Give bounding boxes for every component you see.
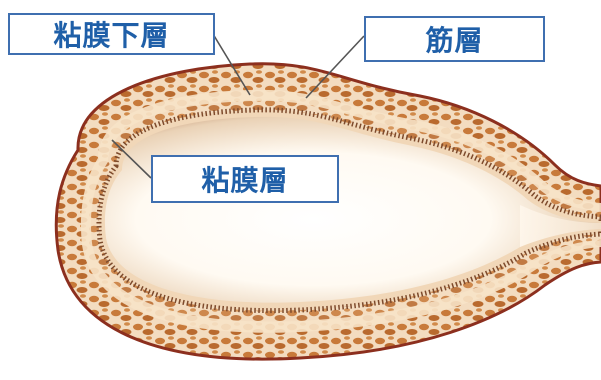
label-muscle-layer: 筋層 [364,16,545,62]
label-muscle-layer-text: 筋層 [425,19,483,59]
label-mucosa-text: 粘膜層 [201,159,288,199]
label-mucosa: 粘膜層 [151,155,339,203]
label-submucosa: 粘膜下層 [8,13,215,55]
label-submucosa-text: 粘膜下層 [53,14,169,54]
